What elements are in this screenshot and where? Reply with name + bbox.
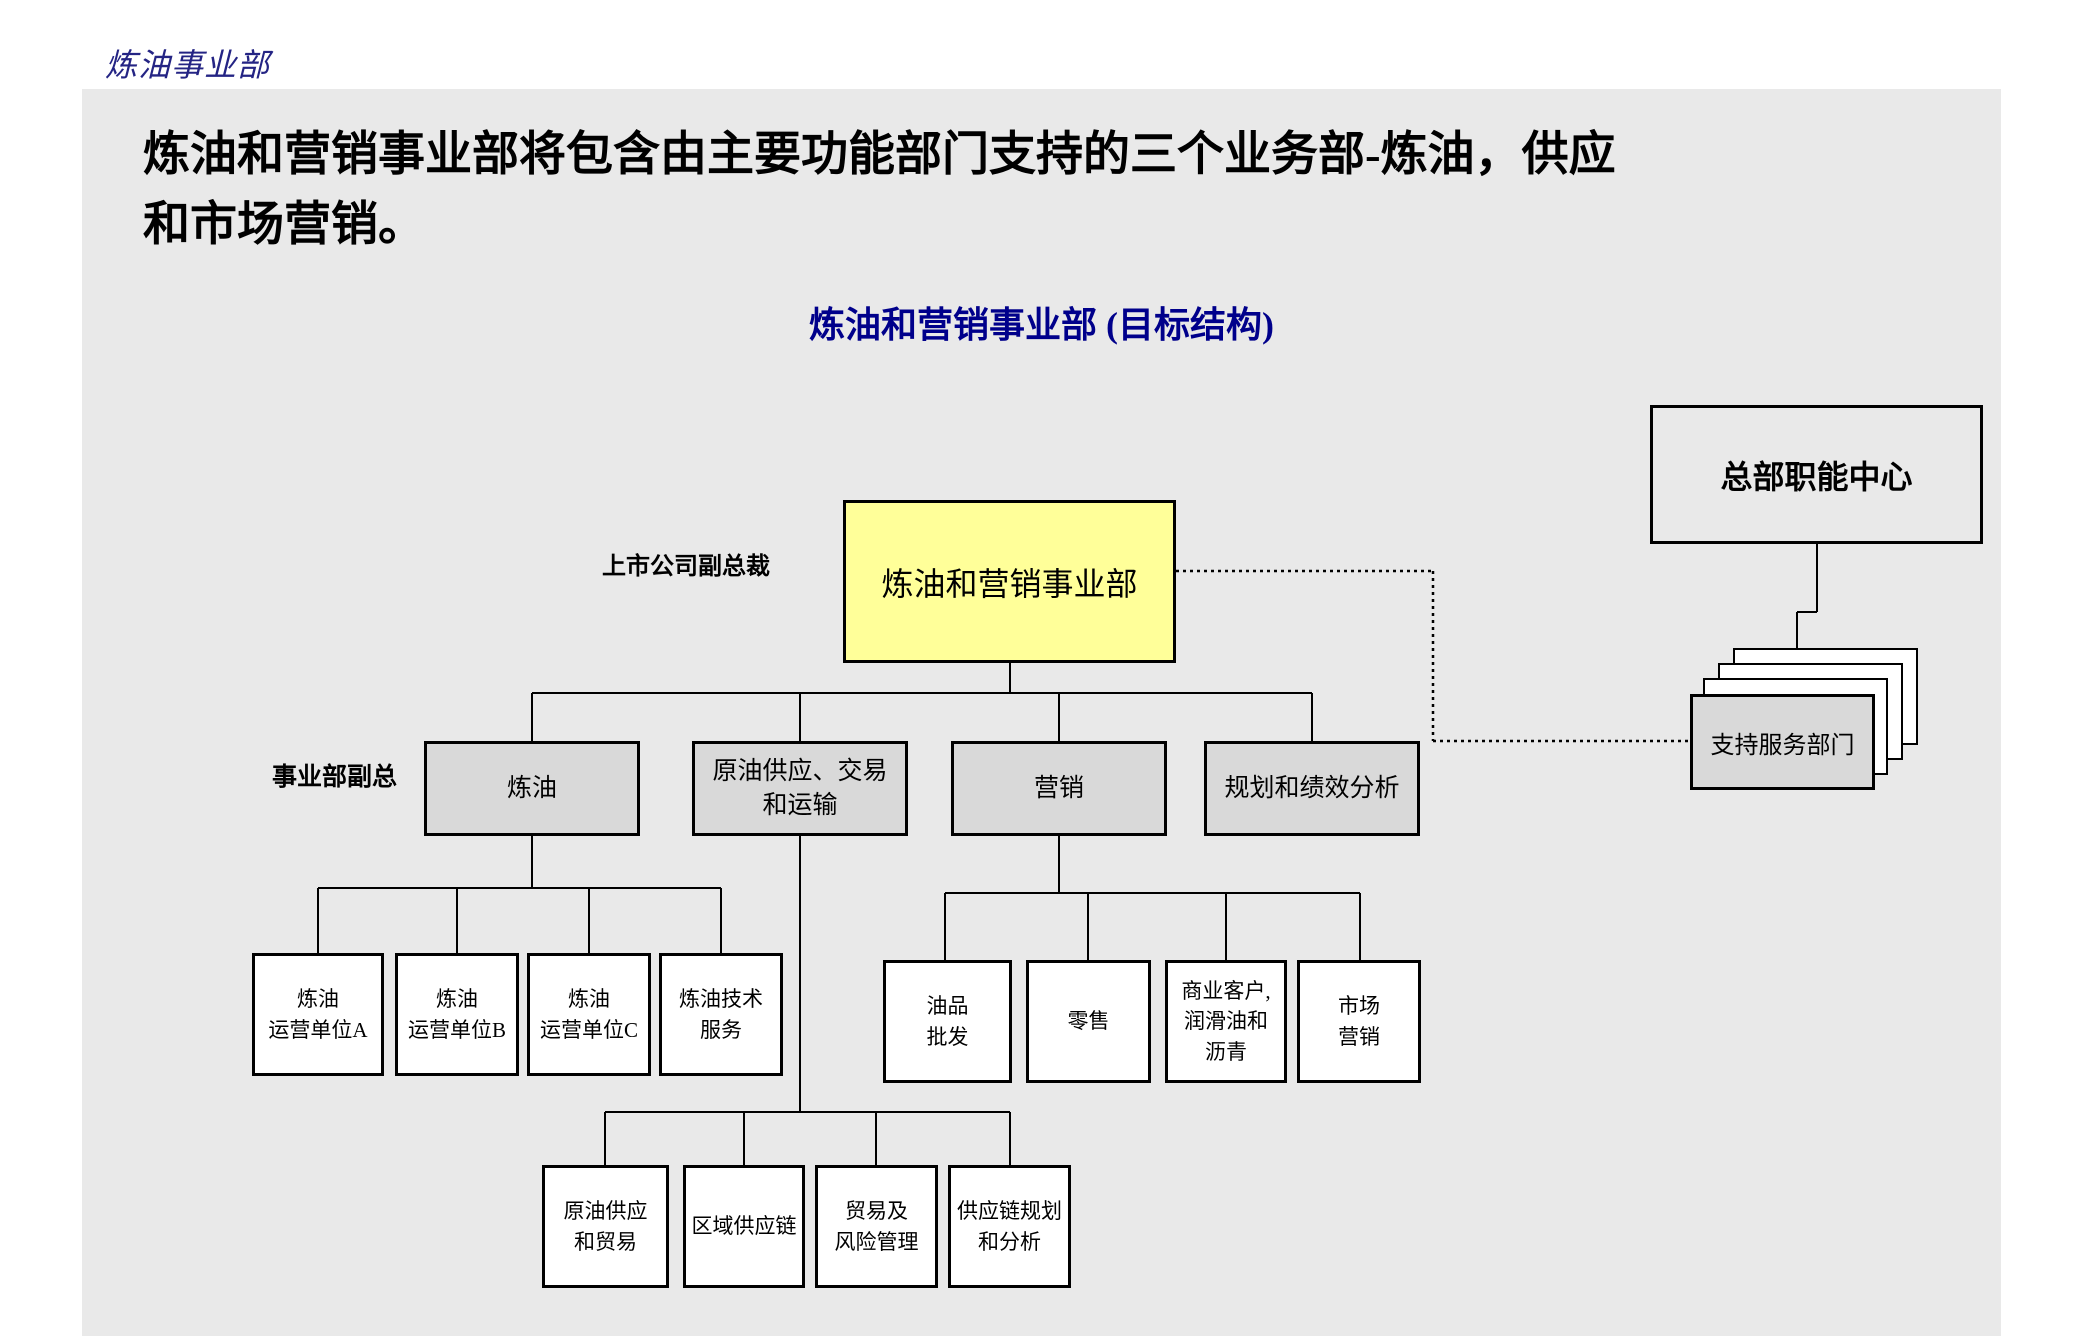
connector-solid-lines	[317, 544, 1818, 1166]
org-box-refining-unit-b-label: 炼油 运营单位B	[407, 987, 506, 1042]
org-box-root-label: 炼油和营销事业部	[881, 565, 1138, 602]
breadcrumb: 炼油事业部	[105, 47, 271, 83]
org-box-hq-label: 总部职能中心	[1720, 458, 1913, 495]
org-box-support-label: 支持服务部门	[1710, 732, 1855, 759]
content-panel	[82, 89, 2001, 1336]
org-box-marketing: 营销	[951, 741, 1167, 836]
org-box-refining-tech-services-label: 炼油技术 服务	[679, 987, 763, 1042]
org-box-root: 炼油和营销事业部	[843, 500, 1176, 663]
page-title: 炼油和营销事业部将包含由主要功能部门支持的三个业务部-炼油，供应 和市场营销。	[143, 120, 1963, 260]
divisions-annotation: 事业部副总	[272, 764, 398, 791]
org-box-crude-supply-trade-label: 原油供应 和贸易	[563, 1199, 648, 1254]
org-box-commercial-lubricants-asphalt-label: 商业客户, 润滑油和 沥青	[1181, 978, 1271, 1064]
chart-title: 炼油和营销事业部 (目标结构)	[809, 305, 1274, 345]
org-box-refining-unit-a: 炼油 运营单位A	[252, 953, 384, 1076]
org-box-refining-unit-c-label: 炼油 运营单位C	[539, 987, 638, 1042]
org-box-marketing-label: 营销	[1033, 774, 1084, 802]
org-box-planning-performance-label: 规划和绩效分析	[1224, 774, 1400, 802]
root-annotation: 上市公司副总裁	[602, 554, 770, 580]
org-box-planning-performance: 规划和绩效分析	[1204, 741, 1420, 836]
org-box-hq: 总部职能中心	[1650, 405, 1983, 544]
org-box-retail-label: 零售	[1067, 1009, 1110, 1034]
org-box-trading-risk-management: 贸易及 风险管理	[815, 1165, 938, 1288]
org-box-crude-supply-trade: 原油供应 和贸易	[542, 1165, 669, 1288]
org-box-refining: 炼油	[424, 741, 640, 836]
org-box-supply-chain-planning-analysis: 供应链规划 和分析	[948, 1165, 1071, 1288]
org-box-trading-risk-management-label: 贸易及 风险管理	[834, 1199, 919, 1254]
page-title-line2: 和市场营销。	[143, 199, 425, 251]
org-box-commercial-lubricants-asphalt: 商业客户, 润滑油和 沥青	[1165, 960, 1287, 1083]
org-box-refining-unit-c: 炼油 运营单位C	[527, 953, 651, 1076]
org-box-refining-tech-services: 炼油技术 服务	[659, 953, 783, 1076]
org-box-refining-unit-a-label: 炼油 运营单位A	[268, 987, 368, 1042]
page-title-line1: 炼油和营销事业部将包含由主要功能部门支持的三个业务部-炼油，供应	[143, 129, 1616, 181]
org-box-support-services: 支持服务部门	[1690, 694, 1875, 790]
org-box-refining-label: 炼油	[506, 774, 557, 802]
org-box-crude-supply-trading-label: 原油供应、交易 和运输	[712, 757, 888, 819]
org-box-regional-supply-chain-label: 区域供应链	[691, 1214, 797, 1239]
org-box-supply-chain-planning-analysis-label: 供应链规划 和分析	[957, 1199, 1062, 1254]
org-box-regional-supply-chain: 区域供应链	[683, 1165, 805, 1288]
org-box-market-marketing: 市场 营销	[1297, 960, 1421, 1083]
org-box-market-marketing-label: 市场 营销	[1338, 994, 1380, 1049]
org-box-refining-unit-b: 炼油 运营单位B	[395, 953, 519, 1076]
org-box-crude-supply-trading: 原油供应、交易 和运输	[692, 741, 908, 836]
org-box-oil-wholesale-label: 油品 批发	[926, 994, 969, 1049]
org-box-retail: 零售	[1026, 960, 1151, 1083]
connector-dotted-line	[1176, 569, 1690, 743]
org-box-oil-wholesale: 油品 批发	[883, 960, 1012, 1083]
